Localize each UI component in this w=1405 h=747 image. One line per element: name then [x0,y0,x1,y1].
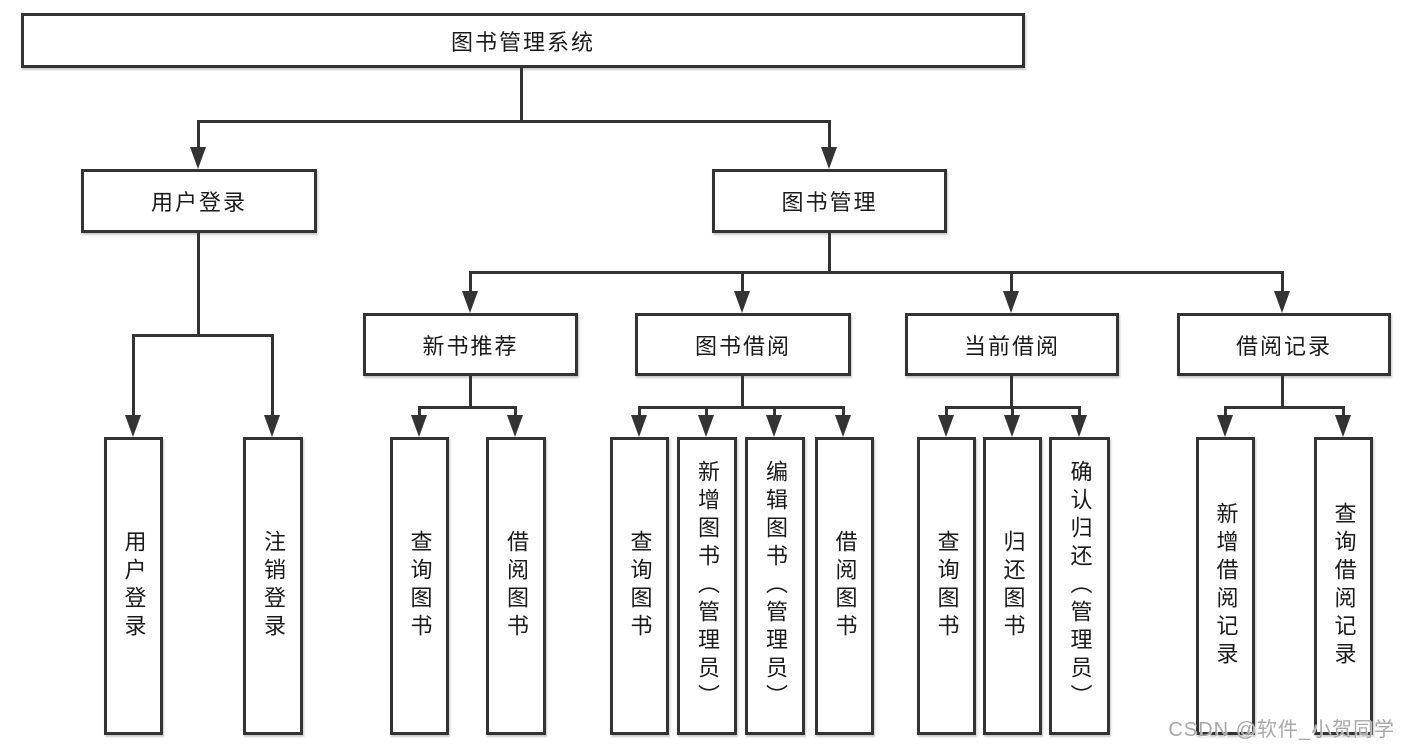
arrowhead-borrow-books-1 [507,415,523,437]
node-label: 用户登录 [150,190,247,215]
connector-new-book-stem [469,376,472,409]
leaf-query-books-2: 查询图书 [610,437,669,735]
node-current-borrowing: 当前借阅 [905,313,1119,376]
leaf-label: 新增借阅记录 [1213,502,1239,670]
connector-drop-current-borrowing [1010,271,1013,292]
arrowhead-query-books-1 [411,415,427,437]
arrowhead-new-book [462,291,478,313]
arrowhead-return-books [1004,415,1020,437]
node-book-borrowing: 图书借阅 [635,313,851,376]
leaf-label: 编辑图书（管理员） [763,460,788,712]
connector-book-management-stem [828,233,831,274]
arrowhead-add-book [698,415,714,437]
leaf-label: 确认归还（管理员） [1067,460,1093,712]
leaf-label: 借阅图书 [504,530,529,642]
connector-drop-leaf-user-login [132,334,135,415]
node-new-book-recommend: 新书推荐 [363,313,578,376]
node-book-management: 图书管理 [712,169,947,233]
connector-drop-book-borrowing [741,271,744,292]
node-label: 图书管理 [781,190,878,215]
node-label: 图书管理系统 [450,29,595,55]
leaf-label: 用户登录 [121,530,147,642]
connector-root-stem [520,68,523,120]
connector-user-login-rail [132,334,274,337]
connector-drop-query-record [1342,406,1345,418]
connector-book-management-rail [469,271,1284,274]
leaf-label: 注销登录 [261,530,286,642]
leaf-label: 查询图书 [934,530,960,642]
leaf-query-borrow-record: 查询借阅记录 [1314,437,1373,735]
leaf-borrow-books-2: 借阅图书 [815,437,874,735]
arrowhead-current-borrowing [1003,291,1019,313]
node-label: 当前借阅 [963,333,1060,359]
leaf-label: 新增图书（管理员） [695,460,720,712]
node-label: 借阅记录 [1235,333,1332,359]
leaf-label: 借阅图书 [832,530,858,642]
arrowhead-borrow-books-2 [835,415,851,437]
connector-drop-add-book [705,406,708,418]
node-borrowing-records: 借阅记录 [1177,313,1391,376]
leaf-user-login: 用户登录 [104,437,163,735]
leaf-query-books-3: 查询图书 [917,437,976,735]
leaf-label: 查询图书 [407,530,433,642]
arrowhead-query-record [1335,415,1351,437]
connector-book-borrowing-stem [741,376,744,409]
connector-drop-return-books [1011,406,1014,418]
arrowhead-leaf-user-login [125,415,141,437]
leaf-add-book-admin: 新增图书（管理员） [677,437,737,735]
connector-drop-query-books-1 [418,406,421,418]
connector-drop-borrow-books-2 [842,406,845,418]
connector-drop-add-record [1224,406,1227,418]
connector-drop-borrow-books-1 [514,406,517,418]
arrowhead-leaf-logout [264,415,280,437]
arrowhead-query-books-2 [631,415,647,437]
leaf-return-books: 归还图书 [983,437,1042,735]
connector-new-book-rail [418,406,517,409]
leaf-label: 查询图书 [627,530,653,642]
arrowhead-book-management [821,147,837,169]
leaf-edit-book-admin: 编辑图书（管理员） [745,437,805,735]
leaf-add-borrow-record: 新增借阅记录 [1196,437,1255,735]
connector-drop-user-login [197,120,200,148]
leaf-confirm-return-admin: 确认归还（管理员） [1049,437,1110,735]
connector-drop-leaf-logout [271,334,274,415]
connector-root-rail [197,120,831,123]
arrowhead-confirm-return [1071,415,1087,437]
connector-book-borrowing-rail [638,406,845,409]
node-label: 图书借阅 [694,333,791,359]
node-library-management-system: 图书管理系统 [21,13,1025,68]
arrowhead-user-login [190,147,206,169]
connector-drop-query-books-3 [945,406,948,418]
connector-drop-confirm-return [1078,406,1081,418]
connector-drop-borrowing-records [1281,271,1284,292]
connector-borrowing-records-stem [1281,376,1284,409]
node-label: 新书推荐 [422,333,519,359]
connector-user-login-stem [197,233,200,336]
leaf-query-books-1: 查询图书 [390,437,449,735]
node-user-login: 用户登录 [81,169,317,233]
arrowhead-add-record [1217,415,1233,437]
connector-current-borrowing-stem [1010,376,1013,409]
leaf-label: 查询借阅记录 [1331,502,1357,670]
leaf-label: 归还图书 [1000,530,1026,642]
connector-drop-query-books-2 [638,406,641,418]
connector-drop-new-book [469,271,472,292]
connector-drop-edit-book [773,406,776,418]
leaf-logout: 注销登录 [243,437,303,735]
leaf-borrow-books-1: 借阅图书 [486,437,546,735]
arrowhead-book-borrowing [734,291,750,313]
arrowhead-query-books-3 [938,415,954,437]
csdn-watermark: CSDN @软件_小贺同学 [1168,719,1395,741]
connector-borrowing-records-rail [1224,406,1344,409]
connector-drop-book-management [828,120,831,148]
arrowhead-edit-book [766,415,782,437]
arrowhead-borrowing-records [1274,291,1290,313]
